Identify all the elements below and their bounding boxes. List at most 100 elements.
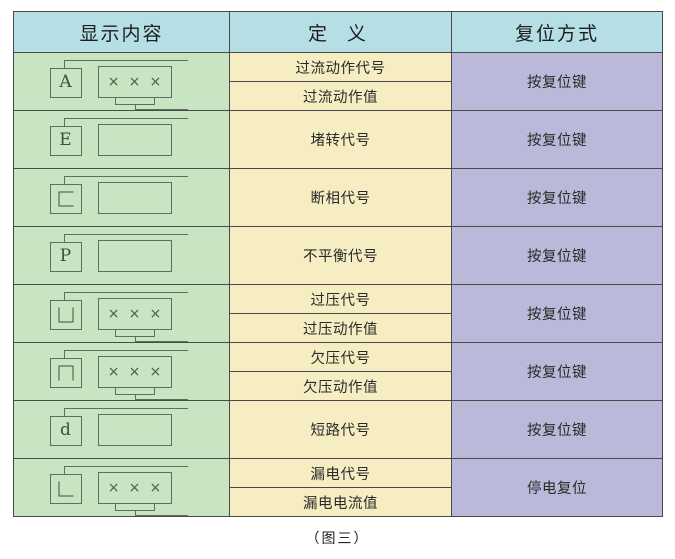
code-character-segment-icon	[58, 481, 73, 496]
lead-line-bottom-icon	[134, 509, 188, 516]
code-character: P	[59, 246, 72, 266]
table-row: E 堵转代号按复位键	[13, 110, 663, 169]
definition-cell: 欠压动作值	[229, 371, 452, 401]
lead-line-bottom-icon	[134, 335, 188, 342]
value-digit-placeholder: ×	[128, 363, 141, 380]
table-row: A × × × 过流动作代号按复位键	[13, 52, 663, 111]
value-digit-placeholder: ×	[107, 363, 120, 380]
code-character: E	[59, 130, 72, 150]
table-row: 断相代号按复位键	[13, 168, 663, 227]
lcd-display-icon: d	[32, 404, 212, 456]
display-cell: × × ×	[13, 284, 230, 343]
display-cell: A × × ×	[13, 52, 230, 111]
value-digit-placeholder: ×	[149, 479, 162, 496]
lcd-display-icon: A × × ×	[32, 56, 212, 110]
code-character: d	[60, 420, 71, 440]
reset-method-cell: 按复位键	[451, 284, 663, 343]
table-row: 过压动作值	[14, 313, 663, 343]
header-display: 显示内容	[13, 11, 230, 53]
value-digits-box: × × ×	[97, 355, 172, 388]
reset-method-cell: 按复位键	[451, 168, 663, 227]
code-character-segment-icon	[58, 307, 73, 322]
value-digit-placeholder: ×	[107, 479, 120, 496]
display-cell	[13, 168, 230, 227]
reset-method-cell: 按复位键	[451, 52, 663, 111]
lead-line-bottom-icon	[134, 103, 188, 110]
lcd-display-icon: × × ×	[32, 288, 212, 342]
definition-cell: 不平衡代号	[229, 226, 452, 285]
lcd-display-icon: P	[32, 230, 212, 282]
display-cell: E	[13, 110, 230, 169]
reset-method-cell: 按复位键	[451, 342, 663, 401]
display-cell: d	[13, 400, 230, 459]
value-digits-box	[97, 181, 172, 214]
value-digit-placeholder: ×	[149, 73, 162, 90]
value-digit-placeholder: ×	[149, 363, 162, 380]
code-character-box	[49, 357, 82, 388]
display-cell: P	[13, 226, 230, 285]
header-reset: 复位方式	[451, 11, 663, 53]
lead-line-top-icon	[63, 175, 188, 185]
value-digit-placeholder: ×	[107, 73, 120, 90]
lcd-display-icon	[32, 172, 212, 224]
code-character-box: E	[49, 125, 82, 156]
reset-method-cell: 按复位键	[451, 110, 663, 169]
code-character-box: d	[49, 415, 82, 446]
code-character-box	[49, 299, 82, 330]
table-row: × × × 漏电代号停电复位	[13, 458, 663, 517]
definition-cell: 堵转代号	[229, 110, 452, 169]
code-character-box: P	[49, 241, 82, 272]
reset-method-cell: 停电复位	[451, 458, 663, 517]
lead-line-bottom-icon	[134, 393, 188, 400]
value-digit-placeholder: ×	[128, 479, 141, 496]
definition-cell: 过压动作值	[229, 313, 452, 343]
definition-cell: 过流动作代号	[229, 52, 452, 82]
lead-line-top-icon	[63, 233, 188, 243]
value-digit-placeholder: ×	[149, 305, 162, 322]
table-header-row: 显示内容 定 义 复位方式	[13, 11, 663, 53]
value-digits-box	[97, 413, 172, 446]
table-row: × × × 欠压代号按复位键	[13, 342, 663, 401]
lead-line-top-icon	[63, 465, 188, 475]
definition-cell: 过流动作值	[229, 81, 452, 111]
reset-method-cell: 按复位键	[451, 400, 663, 459]
figure-caption: （图三）	[305, 531, 370, 547]
code-character: A	[59, 72, 72, 92]
lcd-display-icon: E	[32, 114, 212, 166]
display-cell: × × ×	[13, 458, 230, 517]
table-row: d 短路代号按复位键	[13, 400, 663, 459]
lead-line-top-icon	[63, 117, 188, 127]
table-row: 漏电电流值	[14, 487, 663, 517]
value-digits-box	[97, 123, 172, 156]
value-digit-placeholder: ×	[107, 305, 120, 322]
lead-line-top-icon	[63, 407, 188, 417]
code-character-box	[49, 473, 82, 504]
lead-line-top-icon	[63, 349, 188, 359]
value-digits-box: × × ×	[97, 471, 172, 504]
code-character-segment-icon	[58, 191, 73, 206]
definition-cell: 漏电代号	[229, 458, 452, 488]
definition-cell: 欠压代号	[229, 342, 452, 372]
lead-line-top-icon	[63, 291, 188, 301]
value-digits-box: × × ×	[97, 297, 172, 330]
definition-cell: 过压代号	[229, 284, 452, 314]
value-digits-box	[97, 239, 172, 272]
code-character-box: A	[49, 67, 82, 98]
value-digits-box: × × ×	[97, 65, 172, 98]
definition-cell: 断相代号	[229, 168, 452, 227]
value-digit-placeholder: ×	[128, 73, 141, 90]
value-digit-placeholder: ×	[128, 305, 141, 322]
code-character-box	[49, 183, 82, 214]
table-row: × × × 过压代号按复位键	[13, 284, 663, 343]
display-cell: × × ×	[13, 342, 230, 401]
definition-cell: 短路代号	[229, 400, 452, 459]
lcd-display-icon: × × ×	[32, 462, 212, 516]
lcd-display-icon: × × ×	[32, 346, 212, 400]
definition-cell: 漏电电流值	[229, 487, 452, 517]
code-character-segment-icon	[58, 365, 73, 380]
header-definition: 定 义	[229, 11, 452, 53]
